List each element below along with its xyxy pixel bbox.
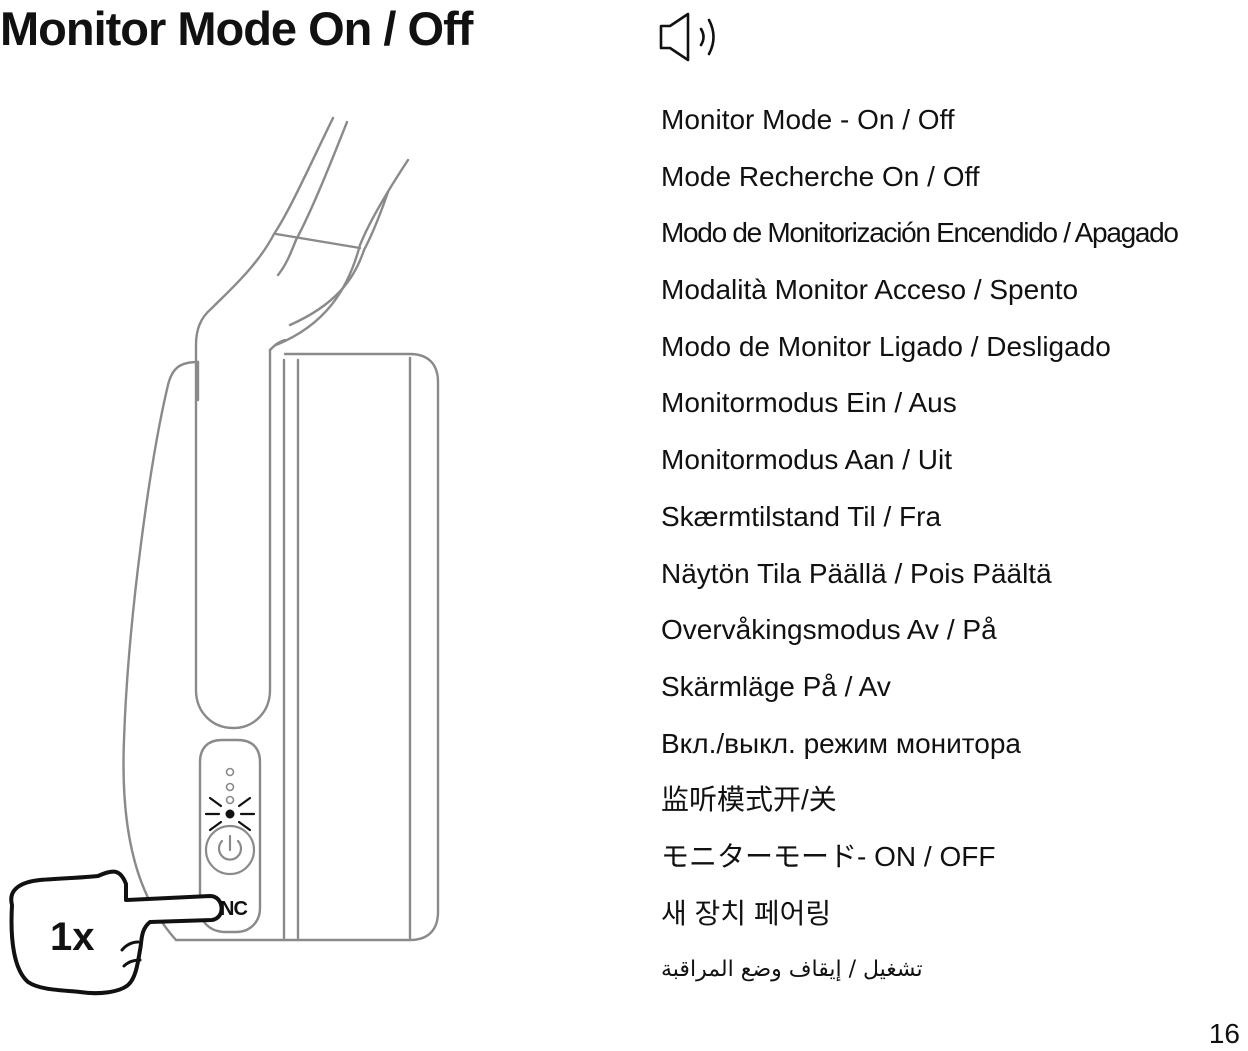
language-item-no: Overvåkingsmodus Av / På <box>661 614 997 646</box>
language-item-fi: Näytön Tila Päällä / Pois Päältä <box>661 557 1052 589</box>
language-item-fr: Mode Recherche On / Off <box>661 160 980 192</box>
headphone-side-icon <box>122 116 440 942</box>
language-list: Monitor Mode - On / Off Mode Recherche O… <box>661 96 1246 1003</box>
headphone-illustration: NC 1x <box>9 116 440 996</box>
language-item-ar: تشغيل / إيقاف وضع المراقبة <box>661 957 923 983</box>
speaker-volume-icon <box>659 12 715 62</box>
language-item-en: Monitor Mode - On / Off <box>661 104 955 135</box>
nc-button-label: NC <box>220 898 247 920</box>
language-item-zh: 监听模式开/关 <box>661 784 837 816</box>
press-count-label: 1x <box>50 915 95 959</box>
language-item-nl: Monitormodus Aan / Uit <box>661 444 953 476</box>
language-item-de: Monitormodus Ein / Aus <box>661 387 957 419</box>
language-item-ko: 새 장치 페어링 <box>661 897 832 929</box>
page-number: 16 <box>1208 1018 1240 1049</box>
language-item-sv: Skärmläge På / Av <box>661 670 891 702</box>
language-item-ru: Вкл./выкл. режим монитора <box>661 727 1021 759</box>
led-indicator-icon <box>204 767 256 832</box>
pointing-hand-icon: 1x <box>9 869 224 996</box>
power-icon <box>204 824 256 876</box>
language-item-es: Modo de Monitorización Encendido / Apaga… <box>661 217 1179 249</box>
language-item-pt: Modo de Monitor Ligado / Desligado <box>661 330 1111 362</box>
language-item-it: Modalità Monitor Acceso / Spento <box>661 274 1079 306</box>
language-item-da: Skærmtilstand Til / Fra <box>661 500 942 532</box>
language-item-ja: モニターモード- ON / OFF <box>661 840 996 872</box>
page-title: Monitor Mode On / Off <box>0 2 473 55</box>
